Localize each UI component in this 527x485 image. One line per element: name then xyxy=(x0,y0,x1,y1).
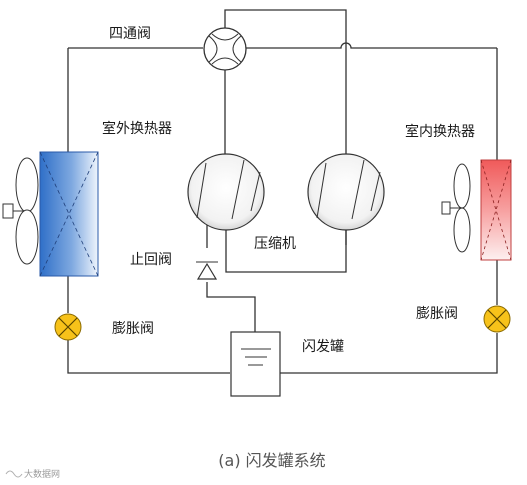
outdoor-heat-exchanger xyxy=(39,151,99,277)
expansion-valve-right-label: 膨胀阀 xyxy=(416,305,458,322)
fan-icon xyxy=(2,157,39,265)
piping xyxy=(67,9,498,374)
compressor-label: 压缩机 xyxy=(254,236,296,252)
flash-tank-icon xyxy=(230,331,281,397)
indoor-heat-exchanger xyxy=(480,159,512,261)
outdoor-heat-exchanger-label: 室外换热器 xyxy=(102,120,172,137)
indoor-heat-exchanger-label: 室内换热器 xyxy=(405,123,475,140)
compressor-icon xyxy=(187,153,265,231)
fan-icon xyxy=(441,163,471,253)
flash-tank-label: 闪发罐 xyxy=(302,339,344,355)
compressor-icon xyxy=(307,153,385,231)
watermark-text: 大数据网 xyxy=(24,468,60,480)
figure-caption: (a) 闪发罐系统 xyxy=(218,451,325,470)
expansion-valve-icon xyxy=(54,313,82,341)
check-valve-icon xyxy=(196,261,218,280)
four-way-valve xyxy=(203,27,247,71)
check-valve-label: 止回阀 xyxy=(130,252,172,268)
four-way-valve-label: 四通阀 xyxy=(109,26,151,42)
expansion-valve-icon xyxy=(483,305,511,333)
watermark: 大数据网 xyxy=(5,468,60,480)
expansion-valve-left-label: 膨胀阀 xyxy=(112,320,154,337)
